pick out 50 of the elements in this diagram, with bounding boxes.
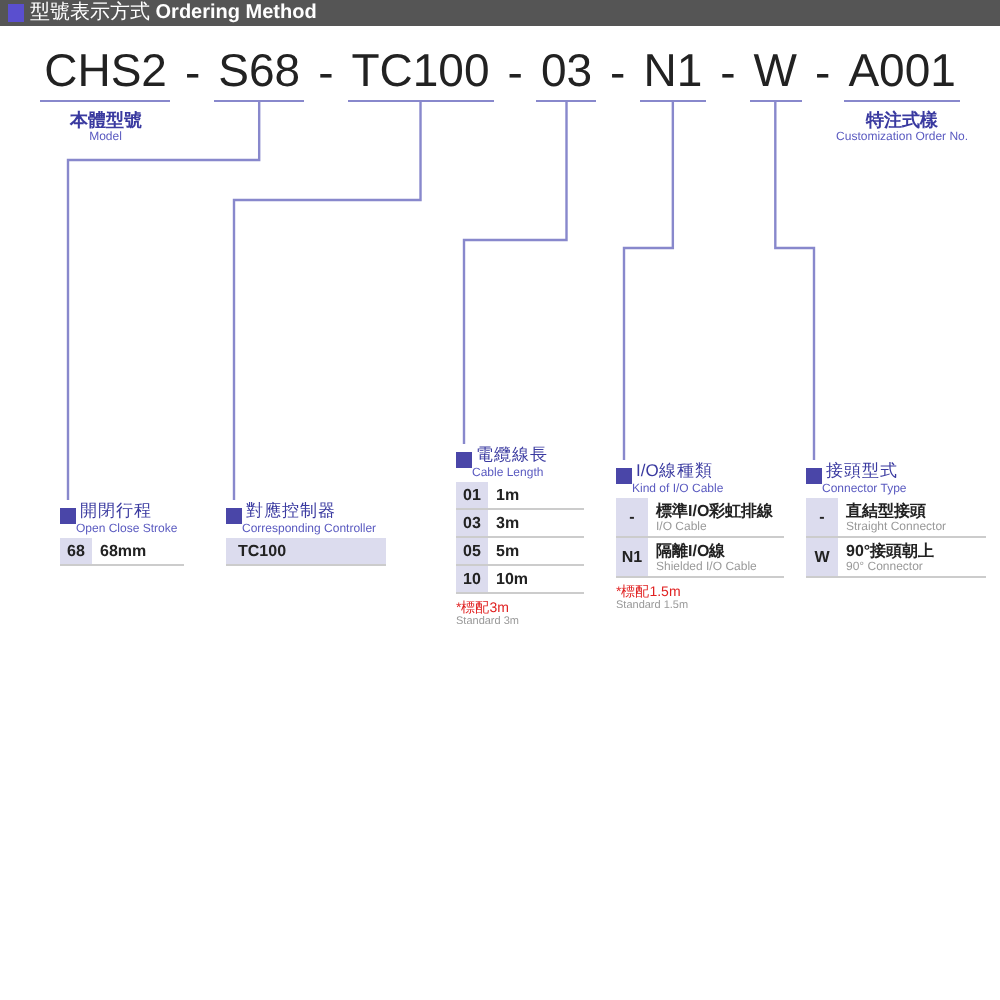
code-cell: 05 xyxy=(456,538,488,564)
leader-line xyxy=(232,102,422,500)
option-text: 隔離I/O線 xyxy=(656,540,728,561)
code-segment: TC100 xyxy=(347,40,494,102)
page-title: 型號表示方式 Ordering Method xyxy=(30,2,317,24)
code-cell: 10 xyxy=(456,566,488,592)
option-text: 3m xyxy=(496,514,520,532)
separator-dash: - xyxy=(507,44,523,102)
code-cell: - xyxy=(616,498,648,536)
category-heading xyxy=(806,460,907,496)
code-cell: TC100 xyxy=(226,538,386,564)
code-cell: 68 xyxy=(60,538,92,564)
category-heading xyxy=(226,500,377,536)
option-text: 90°接頭朝上 xyxy=(846,540,935,561)
option-text: 10m xyxy=(496,570,529,588)
leader-line xyxy=(774,102,816,460)
separator-dash: - xyxy=(184,44,201,102)
code-cell: 01 xyxy=(456,482,488,508)
heading-text: 電纜線長 xyxy=(476,444,548,467)
code-segment: W xyxy=(749,40,802,102)
code-segment: N1 xyxy=(639,40,707,102)
leader-line xyxy=(462,102,568,444)
leader-line xyxy=(622,102,675,460)
heading-text: 對應控制器 xyxy=(246,500,336,523)
heading-text: I/O線種類 xyxy=(636,460,713,483)
option-text: 5m xyxy=(496,542,520,560)
segment-caption: 本體型號 xyxy=(69,108,142,131)
separator-dash: - xyxy=(318,44,334,102)
code-cell: N1 xyxy=(616,538,648,576)
heading-text: 開閉行程 xyxy=(80,500,152,523)
separator-dash: - xyxy=(610,44,626,102)
option-text: 標準I/O彩虹排線 xyxy=(656,500,774,521)
option-text: 68mm xyxy=(100,542,147,560)
segment-caption: 特注式樣 xyxy=(866,108,939,131)
code-segment: S68 xyxy=(214,40,305,102)
option-text: 直結型接頭 xyxy=(846,500,928,521)
code-cell: 03 xyxy=(456,510,488,536)
code-segment: CHS2 xyxy=(40,40,171,102)
category-heading xyxy=(616,460,724,496)
separator-dash: - xyxy=(815,44,831,102)
separator-dash: - xyxy=(720,44,736,102)
category-heading xyxy=(456,444,548,480)
option-text: 1m xyxy=(496,486,520,504)
code-cell: - xyxy=(806,498,838,536)
leader-line xyxy=(66,102,261,500)
code-segment: A001 xyxy=(844,40,960,102)
code-cell: W xyxy=(806,538,838,576)
code-segment: 03 xyxy=(536,40,597,102)
category-heading xyxy=(60,500,178,536)
heading-text: 接頭型式 xyxy=(826,460,898,483)
